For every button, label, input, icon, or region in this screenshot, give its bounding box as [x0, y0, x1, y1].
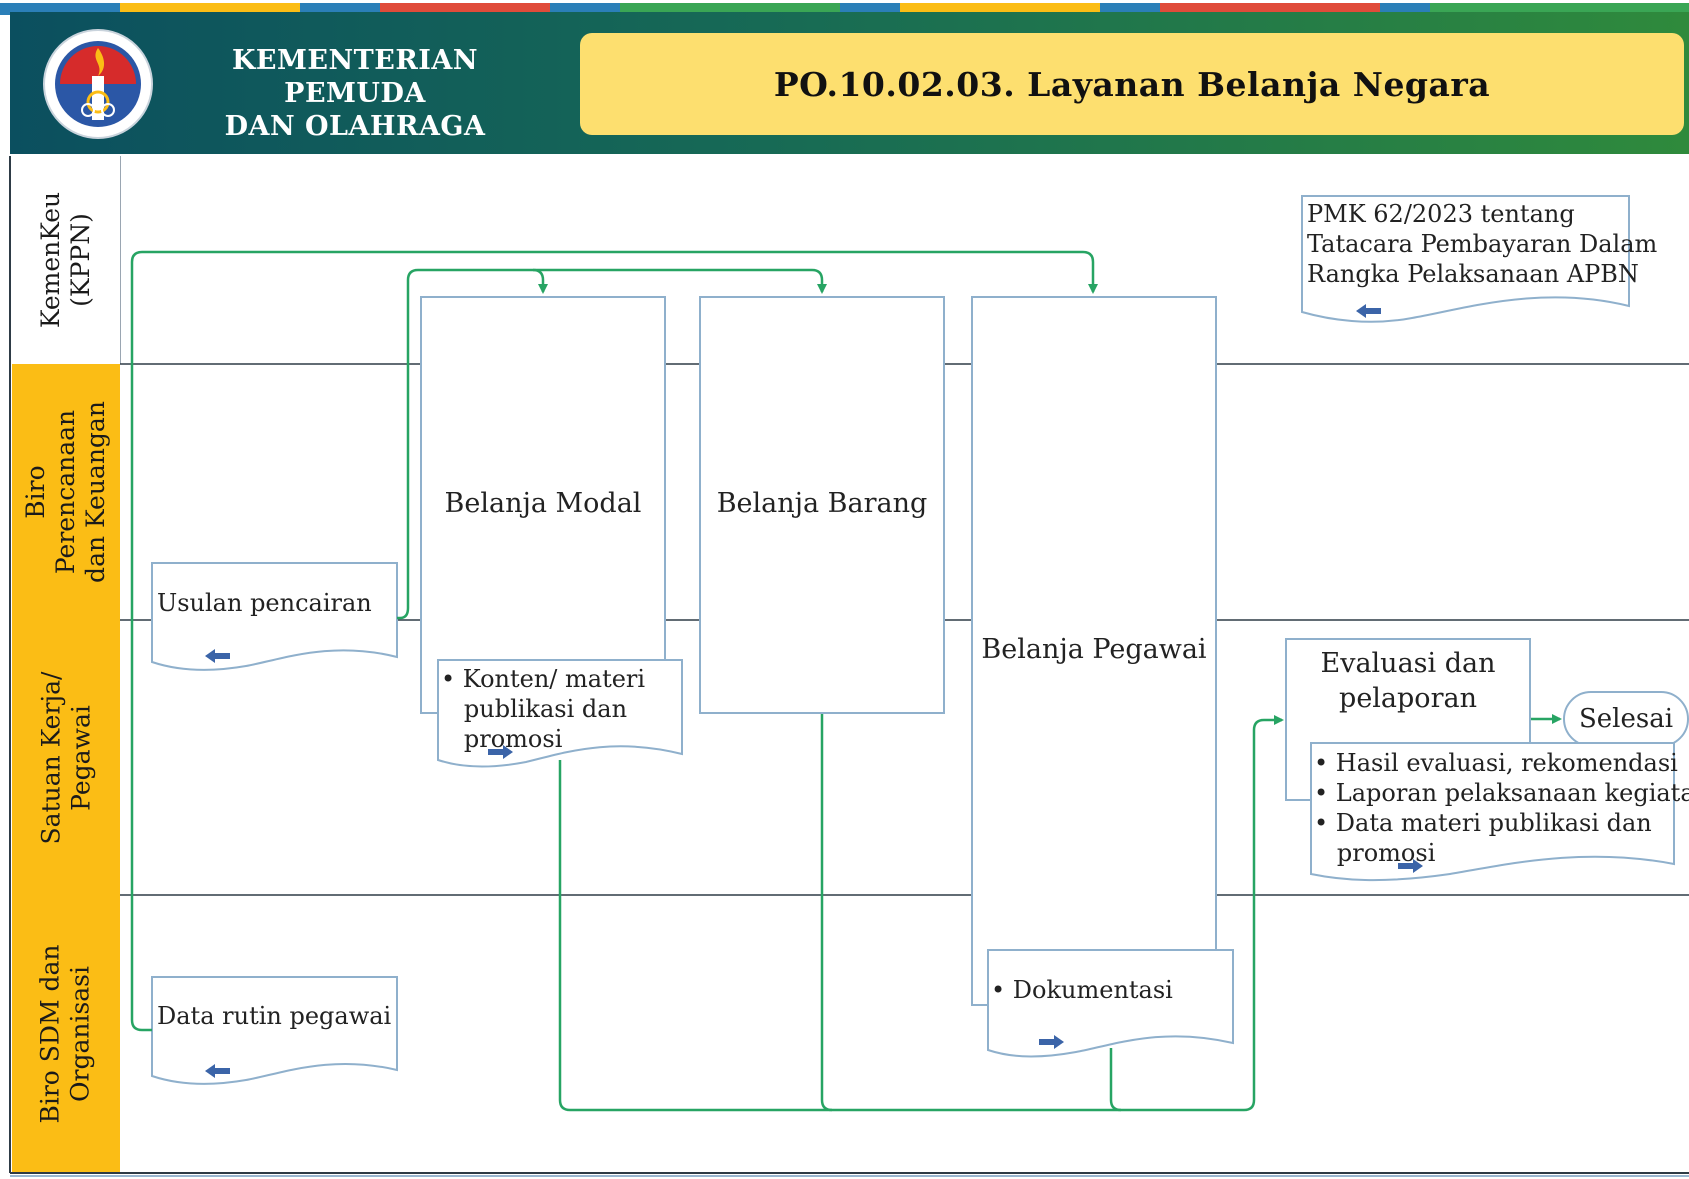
left-arrow-icon — [205, 1064, 230, 1078]
process-label: Belanja Barang — [716, 488, 928, 519]
right-arrow-icon — [1039, 1035, 1064, 1049]
ministry-name-line2: DAN OLAHRAGA — [224, 111, 486, 142]
process-belanja-modal: Belanja Modal — [420, 296, 666, 714]
left-arrow-icon — [205, 649, 230, 663]
document-dokumentasi-shape — [987, 949, 1234, 1058]
ministry-name-line1: KEMENTERIAN PEMUDA — [231, 45, 479, 109]
process-label: Belanja Pegawai — [981, 634, 1207, 665]
document-hasil-shape — [1310, 742, 1675, 882]
document-data-rutin-shape — [151, 976, 398, 1085]
connector-dokumentasi-to-merge — [1109, 1048, 1122, 1112]
document-konten-text: • Konten/ materi publikasi dan promosi — [441, 665, 646, 753]
document-hasil-text: • Hasil evaluasi, rekomendasi • Laporan … — [1314, 749, 1689, 867]
document-pmk-text: PMK 62/2023 tentang Tatacara Pembayaran … — [1307, 200, 1658, 288]
connector-data-rutin-to-pegawai — [130, 250, 1098, 1032]
ministry-name: KEMENTERIAN PEMUDA DAN OLAHRAGA — [160, 44, 550, 143]
left-arrow-icon — [1356, 304, 1381, 318]
connector-barang-to-merge — [820, 714, 833, 1112]
process-belanja-pegawai: Belanja Pegawai — [971, 296, 1217, 1006]
connector-usulan-to-barang — [533, 268, 827, 294]
connector-konten-to-evaluasi — [558, 715, 1284, 1112]
title-banner: PO.10.02.03. Layanan Belanja Negara — [580, 33, 1684, 135]
lane-label-satuan-kerja: Satuan Kerja/ Pegawai — [12, 620, 120, 895]
document-pmk-shape — [1301, 195, 1630, 323]
process-label: Evaluasi dan pelaporan — [1320, 648, 1496, 714]
document-usulan-text: Usulan pencairan — [157, 589, 372, 617]
right-arrow-icon — [1398, 859, 1423, 873]
connector-usulan-to-modal — [397, 268, 548, 620]
process-belanja-barang: Belanja Barang — [699, 296, 945, 714]
ministry-logo — [42, 22, 154, 150]
lane-label-biro-perencanaan: Biro Perencanaan dan Keuangan — [12, 364, 120, 620]
document-dokumentasi-text: • Dokumentasi — [991, 976, 1173, 1004]
lane-label-biro-sdm: Biro SDM dan Organisasi — [12, 895, 120, 1172]
document-data-rutin-text: Data rutin pegawai — [157, 1002, 392, 1030]
document-konten-shape — [437, 659, 683, 768]
page-title: PO.10.02.03. Layanan Belanja Negara — [773, 64, 1491, 104]
lane-label-kemenkeu: KemenKeu (KPPN) — [12, 156, 121, 364]
terminal-label: Selesai — [1578, 704, 1674, 734]
document-usulan-shape — [151, 562, 398, 671]
process-label: Belanja Modal — [444, 488, 642, 519]
right-arrow-icon — [488, 745, 513, 759]
